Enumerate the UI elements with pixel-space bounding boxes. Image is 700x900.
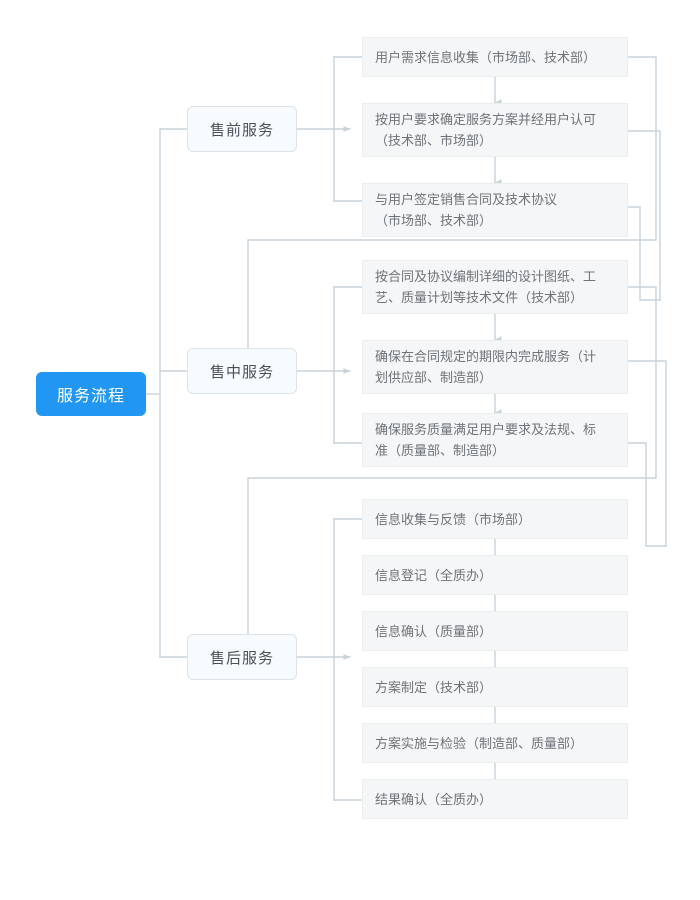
step-box-presale-2[interactable]: 按用户要求确定服务方案并经用户认可 （技术部、市场部） [362, 103, 628, 157]
step-box-presale-1[interactable]: 用户需求信息收集（市场部、技术部） [362, 37, 628, 77]
step-box-aftersale-2[interactable]: 信息登记（全质办） [362, 555, 628, 595]
category-node-midsale-label: 售中服务 [209, 363, 274, 381]
step-box-aftersale-1-label: 信息收集与反馈（市场部） [375, 511, 532, 527]
step-box-midsale-2-label: 确保在合同规定的期限内完成服务（计 划供应部、制造部） [375, 349, 597, 385]
step-box-presale-3-label: 与用户签定销售合同及技术协议 （市场部、技术部） [375, 192, 558, 228]
step-box-midsale-1-label: 按合同及协议编制详细的设计图纸、工 艺、质量计划等技术文件（技术部） [375, 269, 597, 305]
step-box-aftersale-3[interactable]: 信息确认（质量部） [362, 611, 628, 651]
step-box-midsale-3-label: 确保服务质量满足用户要求及法规、标 准（质量部、制造部） [375, 422, 597, 458]
step-box-aftersale-2-label: 信息登记（全质办） [375, 567, 493, 583]
category-node-presale-label: 售前服务 [209, 121, 274, 139]
step-box-aftersale-4[interactable]: 方案制定（技术部） [362, 667, 628, 707]
category-node-aftersale[interactable]: 售后服务 [187, 634, 297, 680]
root-node[interactable]: 服务流程 [36, 372, 146, 416]
step-box-presale-2-label: 按用户要求确定服务方案并经用户认可 （技术部、市场部） [375, 112, 597, 148]
step-box-aftersale-5-label: 方案实施与检验（制造部、质量部） [375, 735, 584, 751]
root-node-label: 服务流程 [56, 388, 125, 405]
category-node-midsale[interactable]: 售中服务 [187, 348, 297, 394]
step-box-aftersale-6-label: 结果确认（全质办） [375, 791, 493, 807]
category-node-presale[interactable]: 售前服务 [187, 106, 297, 152]
category-node-aftersale-label: 售后服务 [209, 649, 274, 667]
step-box-aftersale-4-label: 方案制定（技术部） [375, 679, 493, 695]
step-box-aftersale-3-label: 信息确认（质量部） [375, 623, 493, 639]
step-box-presale-3[interactable]: 与用户签定销售合同及技术协议 （市场部、技术部） [362, 183, 628, 237]
step-box-midsale-2[interactable]: 确保在合同规定的期限内完成服务（计 划供应部、制造部） [362, 340, 628, 394]
step-box-presale-1-label: 用户需求信息收集（市场部、技术部） [375, 49, 597, 65]
step-box-aftersale-1[interactable]: 信息收集与反馈（市场部） [362, 499, 628, 539]
step-box-midsale-3[interactable]: 确保服务质量满足用户要求及法规、标 准（质量部、制造部） [362, 413, 628, 467]
step-box-aftersale-5[interactable]: 方案实施与检验（制造部、质量部） [362, 723, 628, 763]
step-box-aftersale-6[interactable]: 结果确认（全质办） [362, 779, 628, 819]
step-box-midsale-1[interactable]: 按合同及协议编制详细的设计图纸、工 艺、质量计划等技术文件（技术部） [362, 260, 628, 314]
